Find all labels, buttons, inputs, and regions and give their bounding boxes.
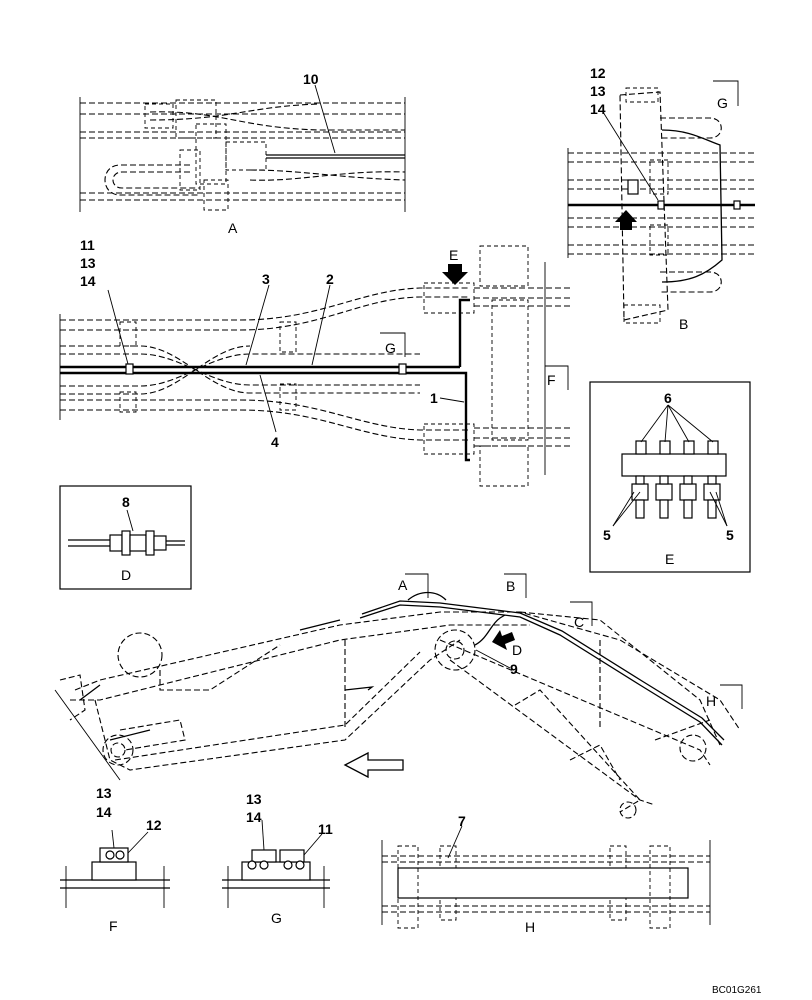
callout-14-g: 14 (246, 809, 262, 825)
callout-13-g: 13 (246, 791, 262, 807)
view-label-e: E (665, 551, 674, 567)
callout-14-b: 14 (590, 101, 606, 117)
callout-3: 3 (262, 271, 270, 287)
callout-11-top: 11 (80, 237, 95, 253)
view-f-detail: 13 14 12 F (60, 785, 170, 934)
callout-7: 7 (458, 813, 466, 829)
view-label-c-arrow: C (574, 614, 584, 630)
callout-11-g: 11 (318, 821, 333, 837)
boom-side-view: D 9 A B C H (54, 573, 743, 819)
view-d-detail: 8 D (59, 485, 192, 590)
callout-4: 4 (271, 434, 279, 450)
view-label-d: D (121, 567, 131, 583)
view-label-f-arrow: F (547, 372, 556, 388)
view-label-g-mid: G (385, 340, 396, 356)
callout-1: 1 (430, 390, 438, 406)
view-label-d-arrow: D (512, 642, 522, 658)
callout-14-top: 14 (80, 273, 96, 289)
view-e-detail: 6 5 5 E (589, 381, 751, 573)
direction-arrow (343, 751, 404, 779)
callout-2: 2 (326, 271, 334, 287)
view-label-b: B (679, 316, 688, 332)
view-label-a-arrow: A (398, 577, 408, 593)
fitting-group (631, 440, 721, 519)
view-label-a: A (228, 220, 238, 236)
view-label-e-arrow: E (449, 247, 458, 263)
view-g-detail: 13 14 11 G (222, 791, 333, 926)
drawing-code: BC01G261 (712, 985, 762, 996)
view-b-detail: 12 13 14 G B (567, 65, 755, 332)
callout-9: 9 (510, 661, 518, 677)
view-label-h-arrow: H (706, 693, 716, 709)
callout-5-right: 5 (726, 527, 734, 543)
callout-5-left: 5 (603, 527, 611, 543)
view-h-detail: 7 H (381, 813, 711, 935)
callout-12-f: 12 (146, 817, 162, 833)
callout-13-b: 13 (590, 83, 606, 99)
callout-13-f: 13 (96, 785, 112, 801)
view-label-g: G (271, 910, 282, 926)
callout-8: 8 (122, 494, 130, 510)
callout-10: 10 (303, 71, 319, 87)
view-label-b-arrow: B (506, 578, 515, 594)
view-label-h: H (525, 919, 535, 935)
callout-14-f: 14 (96, 804, 112, 820)
boom-top-view: E 2 3 4 1 11 13 14 G F (59, 237, 570, 487)
callout-6: 6 (664, 390, 672, 406)
callout-12-b: 12 (590, 65, 606, 81)
callout-13-top: 13 (80, 255, 96, 271)
view-label-g-arrow: G (717, 95, 728, 111)
view-label-f: F (109, 918, 118, 934)
view-a-detail: 10 A (79, 71, 406, 236)
